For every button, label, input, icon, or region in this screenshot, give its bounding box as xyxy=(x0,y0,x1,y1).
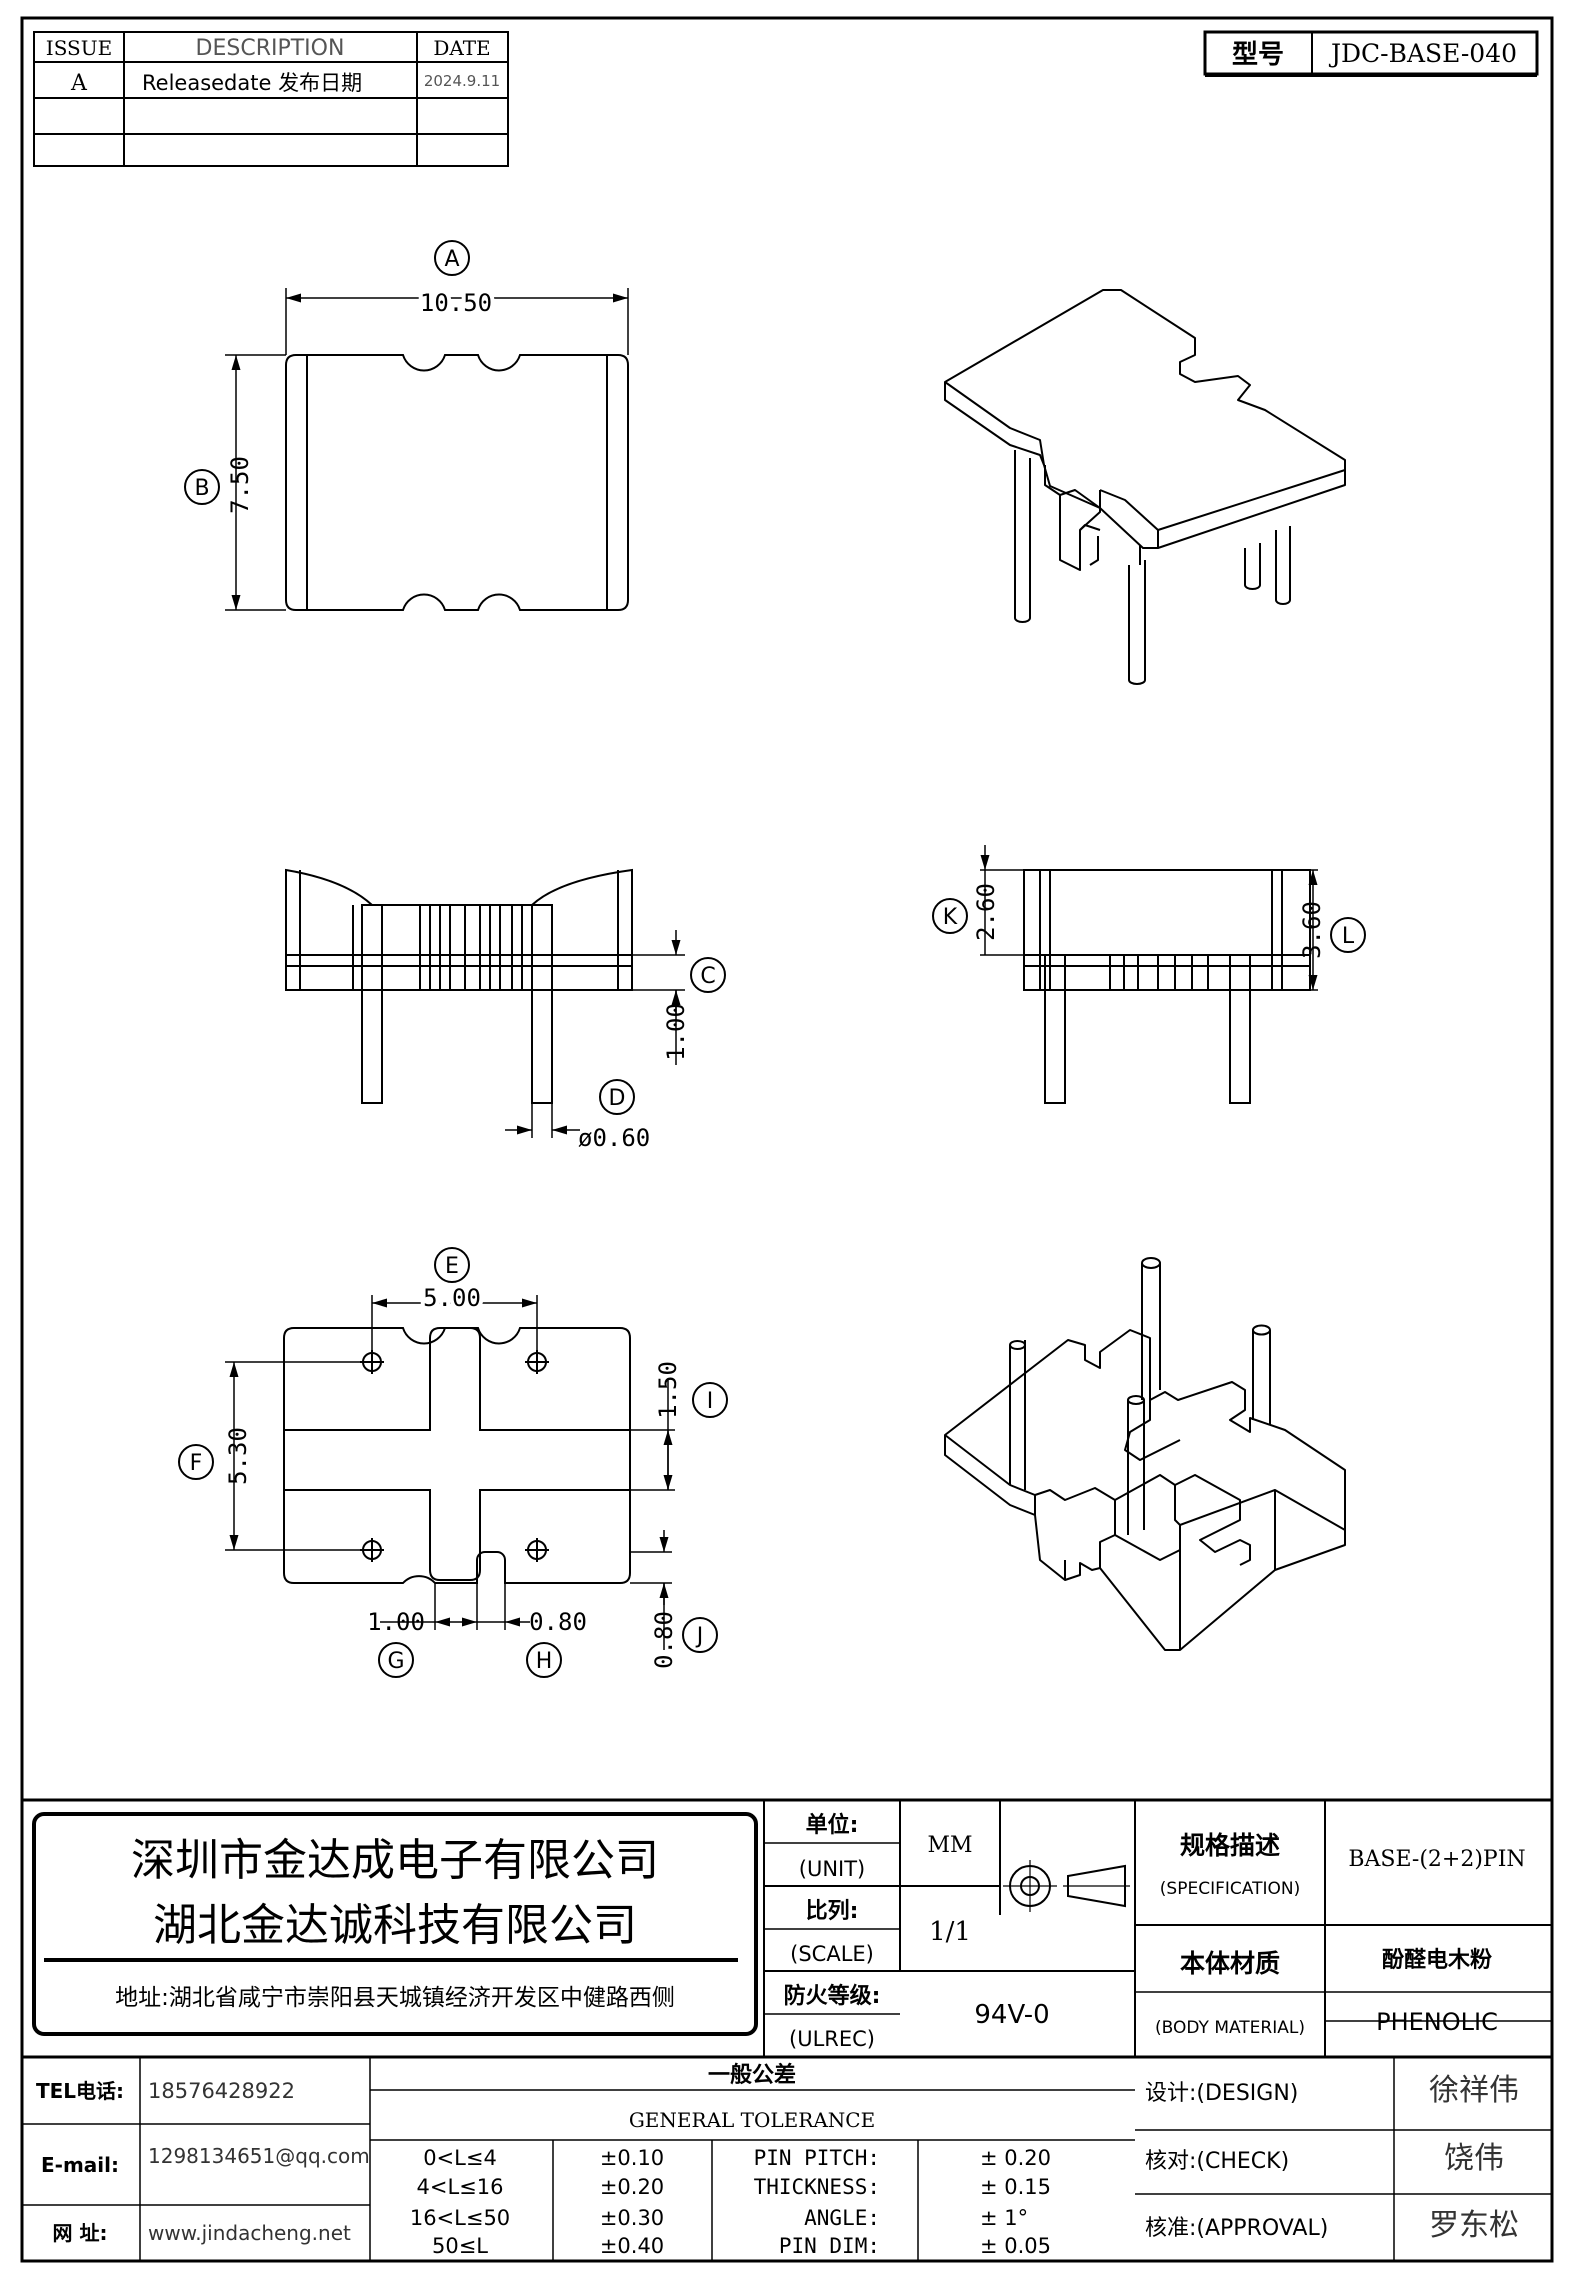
bottom-view xyxy=(178,1247,728,1678)
title-block-frame xyxy=(22,1798,1552,2261)
spec-label-cn: 规格描述 xyxy=(1180,1831,1280,1860)
spec-pin-pitch-label: PIN PITCH: xyxy=(754,2146,880,2170)
unit-label-cn: 单位: xyxy=(806,1812,859,1838)
body-material-value-cn: 酚醛电木粉 xyxy=(1382,1948,1492,1973)
dim-A-tag: A xyxy=(444,247,459,272)
tol-range-4: 50≤L xyxy=(432,2234,488,2258)
isometric-top-view xyxy=(944,289,1346,685)
unit-value: MM xyxy=(927,1833,972,1858)
tol-range-1: 0<L≤4 xyxy=(423,2146,497,2170)
body-material-label-en: (BODY MATERIAL) xyxy=(1155,2018,1305,2038)
approval-name: 罗东松 xyxy=(1429,2208,1519,2243)
email-value: 1298134651@qq.com xyxy=(148,2144,370,2168)
check-name: 饶伟 xyxy=(1444,2141,1504,2176)
side-view xyxy=(932,845,1366,1104)
ulrec-label-en: (ULREC) xyxy=(789,2027,875,2051)
spec-label-en: (SPECIFICATION) xyxy=(1160,1879,1300,1899)
tolerance-title-cn: 一般公差 xyxy=(708,2062,796,2088)
rev-row1-description: Releasedate 发布日期 xyxy=(142,71,362,95)
dim-J-value: 0.80 xyxy=(650,1611,678,1669)
dim-D-tag: D xyxy=(609,1086,626,1111)
model-value: JDC-BASE-040 xyxy=(1328,39,1517,68)
dim-K-value: 2.60 xyxy=(972,883,1000,941)
dim-I-value: 1.50 xyxy=(654,1361,682,1419)
dim-I-tag: I xyxy=(707,1389,714,1414)
dim-G-tag: G xyxy=(387,1649,404,1674)
spec-thickness-label: THICKNESS: xyxy=(754,2175,880,2199)
dim-B-tag: B xyxy=(194,476,209,501)
spec-angle-value: ± 1° xyxy=(980,2206,1028,2230)
tol-value-1: ±0.10 xyxy=(600,2146,664,2170)
dim-B-value: 7.50 xyxy=(226,456,254,514)
dim-L-value: 3.60 xyxy=(1298,901,1326,959)
tol-range-3: 16<L≤50 xyxy=(410,2206,510,2230)
model-label: 型号 xyxy=(1232,40,1284,70)
scale-value: 1/1 xyxy=(929,1917,971,1947)
dim-K-tag: K xyxy=(943,905,958,930)
tolerance-title-en: GENERAL TOLERANCE xyxy=(629,2108,875,2132)
dim-L-tag: L xyxy=(1342,924,1355,949)
web-label: 网 址: xyxy=(53,2221,108,2245)
dim-C-value: 1.00 xyxy=(662,1003,690,1061)
outer-frame xyxy=(20,16,1554,2263)
dim-H-tag: H xyxy=(536,1649,553,1674)
ulrec-value: 94V-0 xyxy=(974,2000,1049,2030)
dim-E-value: 5.00 xyxy=(423,1284,481,1312)
tol-value-3: ±0.30 xyxy=(600,2206,664,2230)
dim-H-value: 0.80 xyxy=(529,1608,587,1636)
tol-value-2: ±0.20 xyxy=(600,2175,664,2199)
company-address: 地址:湖北省咸宁市崇阳县天城镇经济开发区中健路西侧 xyxy=(115,1985,675,2011)
rev-header-issue: ISSUE xyxy=(46,36,112,60)
rev-row1-date: 2024.9.11 xyxy=(424,72,500,90)
rev-header-description: DESCRIPTION xyxy=(196,36,345,61)
projection-symbol-icon xyxy=(1003,1860,1130,1912)
design-name: 徐祥伟 xyxy=(1429,2073,1519,2108)
rev-header-date: DATE xyxy=(433,36,490,60)
approval-label: 核准:(APPROVAL) xyxy=(1145,2216,1328,2241)
web-value: www.jindacheng.net xyxy=(148,2221,351,2245)
rev-row1-issue: A xyxy=(70,71,88,96)
email-label: E-mail: xyxy=(41,2153,119,2177)
dim-F-value: 5.30 xyxy=(224,1427,252,1485)
tel-value: 18576428922 xyxy=(148,2079,295,2103)
unit-label-en: (UNIT) xyxy=(799,1857,866,1881)
dim-A-value: 10.50 xyxy=(420,289,492,317)
body-material-value-en: PHENOLIC xyxy=(1376,2008,1498,2036)
dim-C-tag: C xyxy=(700,964,715,989)
dim-E-value-fg: 5.00 xyxy=(423,1284,481,1312)
isometric-bottom-view xyxy=(944,1257,1346,1651)
tol-range-2: 4<L≤16 xyxy=(417,2175,504,2199)
dim-D-value: ø0.60 xyxy=(578,1124,650,1152)
dim-F-tag: F xyxy=(190,1451,203,1476)
revision-table xyxy=(33,31,509,167)
scale-label-en: (SCALE) xyxy=(790,1942,874,1966)
dim-J-tag: J xyxy=(695,1624,704,1649)
spec-pin-dim-label: PIN DIM: xyxy=(779,2234,880,2258)
model-box xyxy=(1203,30,1539,77)
design-label: 设计:(DESIGN) xyxy=(1145,2081,1298,2106)
spec-pin-dim-value: ± 0.05 xyxy=(980,2234,1051,2258)
dim-E-tag: E xyxy=(445,1254,459,1279)
front-view xyxy=(285,868,726,1138)
company-name-1: 深圳市金达成电子有限公司 xyxy=(131,1835,659,1886)
spec-pin-pitch-value: ± 0.20 xyxy=(980,2146,1051,2170)
check-label: 核对:(CHECK) xyxy=(1145,2149,1289,2174)
ulrec-label-cn: 防火等级: xyxy=(784,1983,881,2009)
scale-label-cn: 比列: xyxy=(806,1899,859,1924)
spec-angle-label: ANGLE: xyxy=(804,2206,880,2230)
dim-A-value-fg: 10.50 xyxy=(420,289,492,317)
tol-value-4: ±0.40 xyxy=(600,2234,664,2258)
company-name-2: 湖北金达诚科技有限公司 xyxy=(153,1900,637,1951)
dim-G-value: 1.00 xyxy=(367,1608,425,1636)
tel-label: TEL电话: xyxy=(36,2079,124,2103)
top-view xyxy=(184,240,629,611)
spec-value: BASE-(2+2)PIN xyxy=(1348,1847,1525,1872)
spec-thickness-value: ± 0.15 xyxy=(980,2175,1051,2199)
body-material-label-cn: 本体材质 xyxy=(1180,1949,1280,1978)
